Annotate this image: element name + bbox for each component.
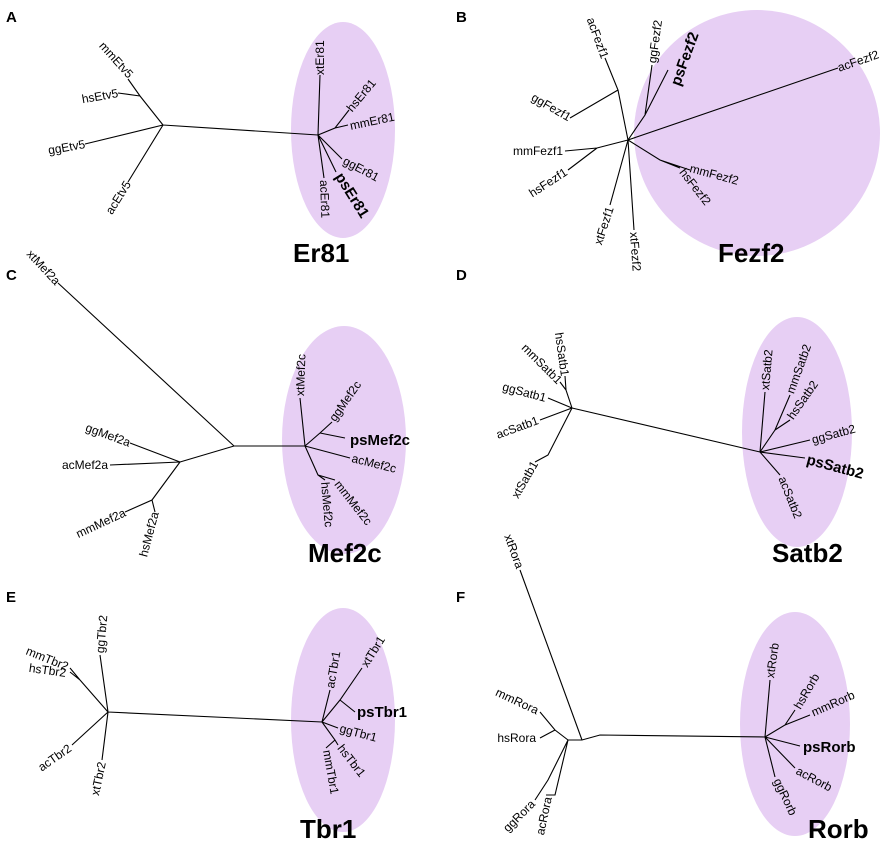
leaf-label: hsMef2c [318,481,336,527]
tree-branches-fezf2 [564,57,839,231]
clade-highlight-satb2 [742,317,852,547]
leaf-label: acTbr2 [35,741,74,774]
leaf-label: hsFezf1 [526,165,570,200]
leaf-label: xtRora [501,532,526,570]
leaf-label: xtSatb2 [758,349,776,391]
tree-branches-tbr1 [69,654,363,761]
leaf-label: xtTbr2 [88,760,109,796]
gene-label: Er81 [293,238,349,268]
leaf-label: mmEtv5 [96,39,136,81]
clade-highlight-rorb [740,612,850,836]
panel-letter: C [6,267,17,284]
panel-f: F xtRora mmRora hsRora ggRora acRora xtR… [456,532,869,844]
leaf-label: xtRorb [763,642,782,679]
tree-branches-satb2 [534,375,811,476]
leaf-label: hsEtv5 [81,86,120,106]
leaf-label: ggSatb1 [501,380,548,405]
panel-letter: E [6,589,16,606]
leaf-label: ggFezf1 [529,90,574,124]
leaf-label: xtEr81 [313,40,327,75]
leaf-label: xtMef2a [24,247,64,288]
leaf-label: mmRora [493,685,541,717]
leaf-label: xtMef2c [293,354,308,396]
gene-label: Tbr1 [300,814,356,844]
leaf-label: acMef2a [62,458,108,472]
leaf-label-highlighted: psTbr1 [357,704,407,721]
panel-c: C xtMef2a ggMef2a acMef2a mmMef2a hsMef2… [6,247,410,568]
gene-label: Mef2c [308,538,382,568]
leaf-label: xtFezf1 [591,205,617,247]
panel-d: D hsSatb1 mmSatb1 ggSatb1 acSatb1 xtSatb… [456,267,865,568]
leaf-label: xtFezf2 [627,232,644,273]
leaf-label: acSatb1 [494,413,540,441]
leaf-label: acTbr1 [323,650,343,690]
leaf-label-highlighted: psMef2c [350,432,410,449]
tree-branches-er81 [84,74,350,183]
gene-label: Satb2 [772,538,843,568]
leaf-label: mmFezf1 [513,144,563,158]
panel-letter: D [456,267,467,284]
panel-b: B acFezf1 ggFezf1 mmFezf1 hsFezf1 xtFezf… [456,9,881,272]
leaf-label: hsMef2a [136,510,162,558]
leaf-label: ggMef2a [84,420,133,449]
leaf-label: mmMef2a [74,506,129,541]
leaf-label: ggTbr2 [93,614,110,653]
leaf-label: acRora [533,795,555,836]
leaf-label: hsSatb1 [552,331,572,377]
leaf-label: acEr81 [317,180,332,219]
leaf-label: xtSatb1 [509,458,542,501]
clade-highlight-fezf2 [634,10,880,256]
leaf-label: ggFezf2 [645,19,665,64]
leaf-label: ggRora [500,797,538,835]
panel-letter: A [6,9,17,26]
leaf-label: acEtv5 [103,178,134,217]
tree-branches-rorb [519,569,811,801]
leaf-label: hsTbr2 [28,661,67,680]
panel-a: A mmEtv5 hsEtv5 ggEtv5 acEtv5 xtEr81 hsE… [6,9,396,268]
panel-letter: F [456,589,465,606]
gene-label: Rorb [808,814,869,844]
tree-branches-mef2c [57,282,351,513]
leaf-label-highlighted: psRorb [803,739,856,756]
gene-label: Fezf2 [718,238,784,268]
clade-highlight-mef2c [282,326,406,554]
panel-e: E ggTbr2 mmTbr2 hsTbr2 acTbr2 xtTbr2 acT… [6,589,407,844]
clade-highlight-tbr1 [291,608,395,832]
leaf-label: hsRora [497,731,536,745]
clade-highlight-er81 [291,22,395,238]
panel-letter: B [456,9,467,26]
leaf-label: ggEtv5 [47,137,87,157]
leaf-label: acFezf1 [584,15,612,60]
